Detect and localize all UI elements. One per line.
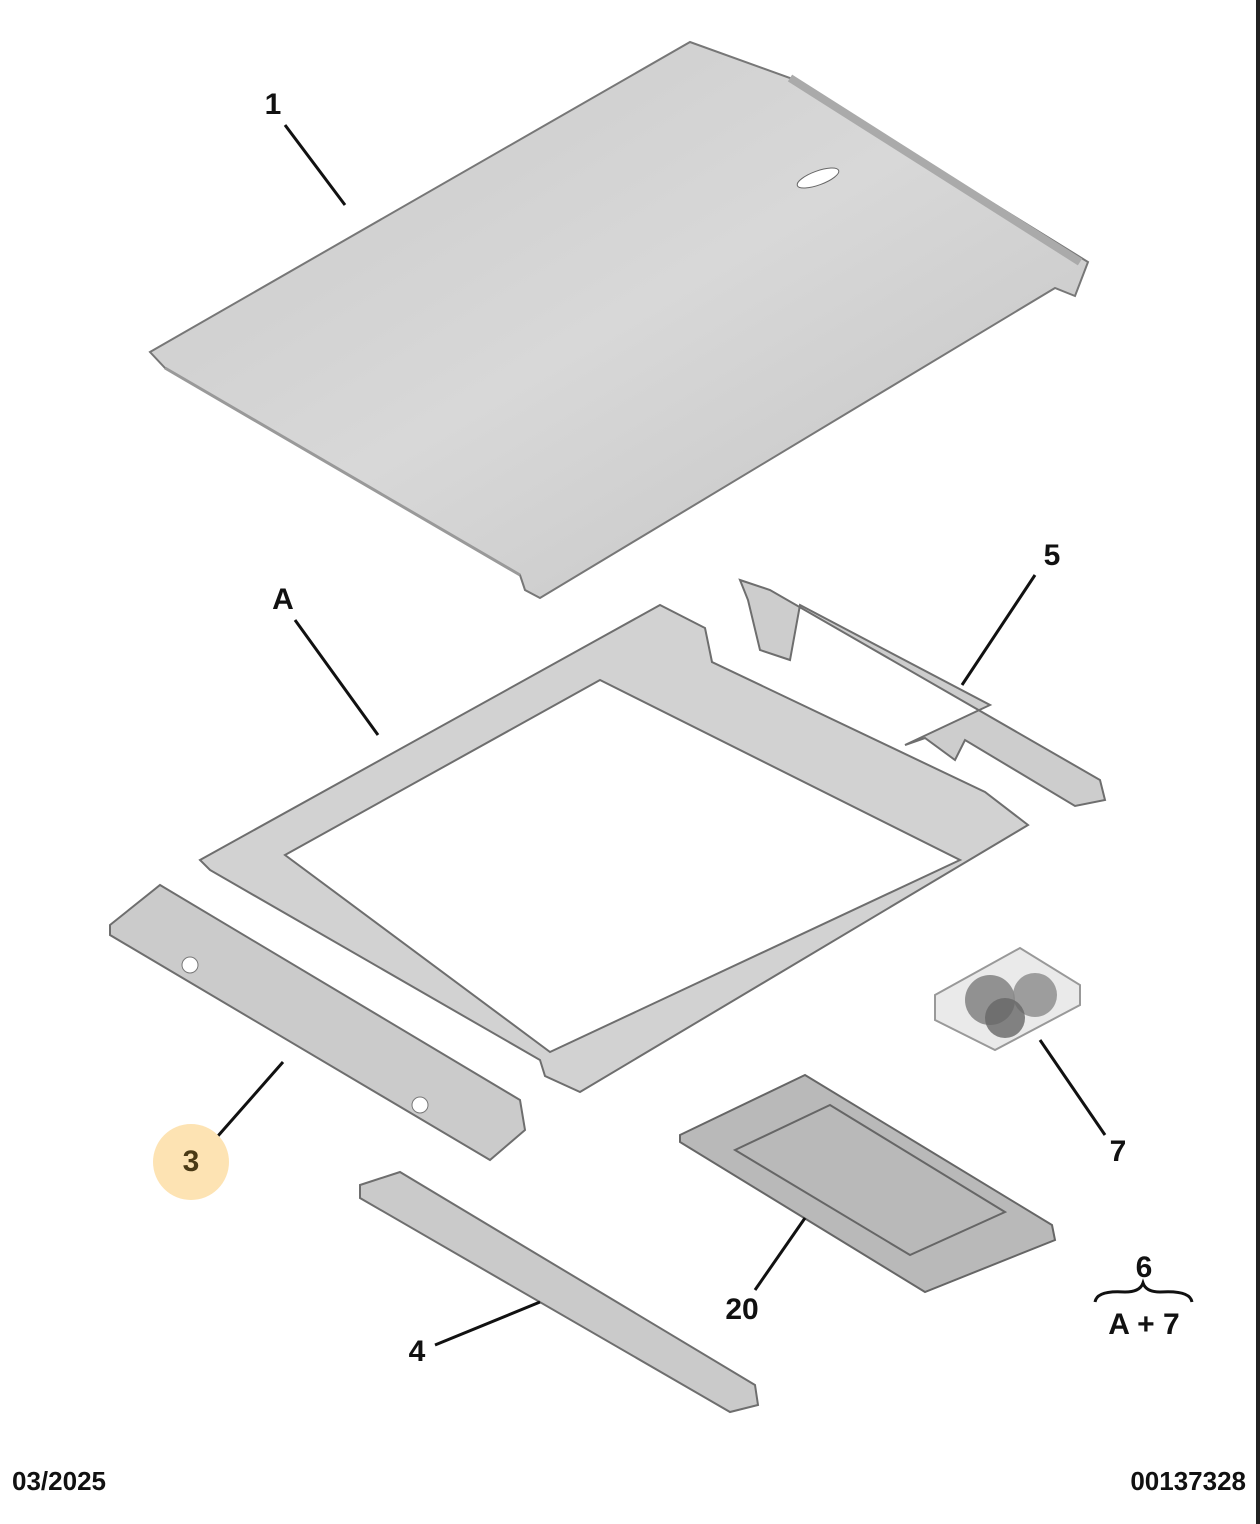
part-7-kit-box[interactable]: [934, 946, 1081, 1052]
footer-reference: 00137328: [1130, 1466, 1246, 1496]
kit-contents-label: A + 7: [1108, 1308, 1180, 1341]
callout-1[interactable]: 1: [264, 88, 282, 121]
callout-20[interactable]: 20: [725, 1293, 759, 1326]
callout-7[interactable]: 7: [1109, 1135, 1127, 1168]
callout-5[interactable]: 5: [1043, 539, 1061, 572]
part-1-roof-panel[interactable]: [148, 40, 1090, 600]
kit-brace: [1093, 1278, 1194, 1303]
right-border: [1256, 0, 1260, 1524]
callout-3-label: 3: [182, 1145, 200, 1178]
callout-3-highlighted[interactable]: 3: [153, 1124, 229, 1200]
part-20-pad[interactable]: [679, 1073, 1057, 1294]
part-5-bracket[interactable]: [738, 578, 1107, 808]
callout-4[interactable]: 4: [408, 1335, 426, 1368]
callout-a[interactable]: A: [272, 583, 294, 616]
part-4-rail[interactable]: [359, 1170, 760, 1414]
part-a-roof-frame[interactable]: [198, 603, 1030, 1094]
footer-date: 03/2025: [12, 1466, 106, 1496]
leader-lines: [208, 124, 1107, 1347]
kit-6-label[interactable]: 6: [1135, 1251, 1153, 1284]
part-3-cross-member[interactable]: [109, 883, 527, 1162]
